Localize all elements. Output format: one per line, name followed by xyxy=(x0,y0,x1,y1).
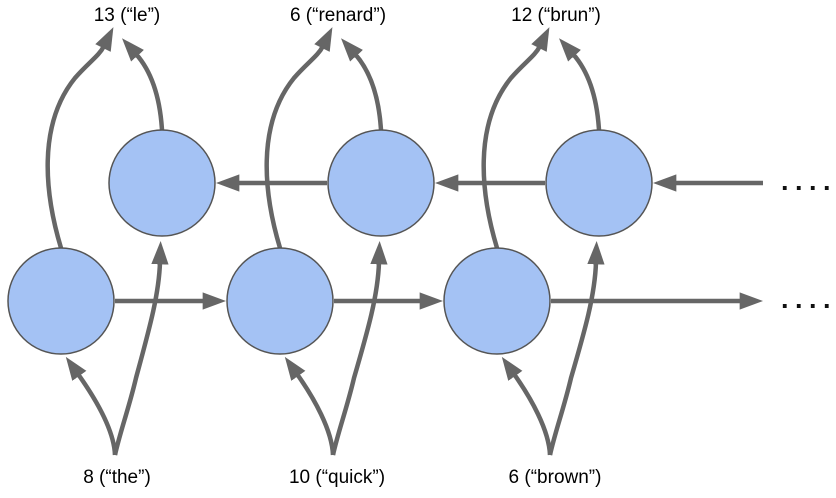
arrow-input0-to-forward-node xyxy=(65,356,118,456)
arrow-forward-node2-to-output xyxy=(481,27,550,249)
output-label-0: 13 (“le”) xyxy=(94,5,161,26)
arrow-backward-node1-to-output xyxy=(341,38,384,131)
arrow-backward-node2-to-output xyxy=(559,38,602,131)
arrow-backward-node0-to-output xyxy=(122,38,165,131)
arrow-input2-to-forward-node xyxy=(501,356,553,456)
arrow-input1-to-backward-node xyxy=(330,240,388,456)
output-label-2: 12 (“brun”) xyxy=(511,5,601,26)
ellipsis-top-row: .... xyxy=(781,166,836,196)
output-label-1: 6 (“renard”) xyxy=(290,5,386,26)
backward-rnn-node-2 xyxy=(545,129,653,237)
input-label-1: 10 (“quick”) xyxy=(289,467,385,488)
arrow-forward-node1-to-output xyxy=(264,27,333,249)
input-label-0: 8 (“the”) xyxy=(83,467,151,488)
arrow-input0-to-backward-node xyxy=(112,240,169,456)
arrow-input2-to-backward-node xyxy=(547,240,605,456)
forward-rnn-node-1 xyxy=(226,247,334,355)
input-label-2: 6 (“brown”) xyxy=(509,467,602,488)
arrow-forward-node0-to-output xyxy=(45,27,114,249)
arrow-input1-to-forward-node xyxy=(284,356,336,456)
backward-rnn-node-0 xyxy=(108,129,216,237)
forward-rnn-node-0 xyxy=(7,247,115,355)
ellipsis-bottom-row: .... xyxy=(781,284,836,314)
backward-rnn-node-1 xyxy=(327,129,435,237)
forward-rnn-node-2 xyxy=(443,247,551,355)
